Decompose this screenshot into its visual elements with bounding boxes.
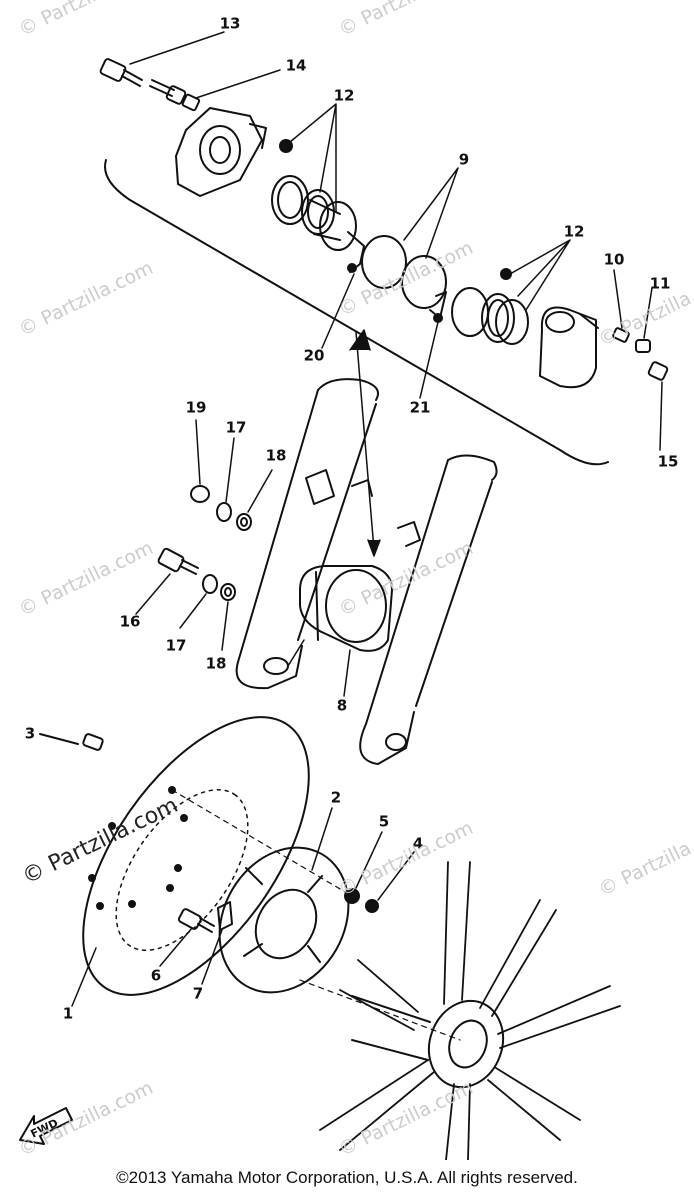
leader-lines-top [129,31,663,451]
caliper-half-left [175,107,267,197]
callout-3: 3 [24,724,36,743]
seal-12-small [279,139,293,153]
wheel-hub [351,995,505,1089]
callout-9: 9 [458,150,470,169]
bolt-15 [647,361,669,381]
pin-20 [347,263,357,273]
callout-15: 15 [657,452,679,471]
piston-seal-group-left [271,175,357,251]
callout-6: 6 [150,966,162,985]
nut-5 [344,888,360,904]
callout-18-bottom: 18 [205,654,227,673]
callout-5: 5 [378,812,390,831]
cap-11 [635,339,651,353]
hub-flange-2 [218,846,350,994]
callout-8: 8 [336,696,348,715]
fork-mount-bosses [305,469,421,547]
callout-1: 1 [62,1004,74,1023]
callout-10: 10 [603,250,625,269]
callout-19: 19 [185,398,207,417]
callout-14: 14 [285,56,307,75]
bolt-14 [149,79,201,112]
callout-21: 21 [409,398,431,417]
brake-assembly-drawing [19,31,669,1160]
leader-lines-middle [135,419,351,697]
bolt-3 [39,733,104,751]
callout-17-bottom: 17 [165,636,187,655]
lock-plate-7 [217,901,233,931]
piston-seal-group-right [451,287,529,345]
assembly-arrow [349,329,381,557]
nut-19 [190,485,210,503]
callout-20: 20 [303,346,325,365]
bolt-13 [99,58,143,87]
wheel-spokes [319,861,621,1160]
callout-12-right: 12 [563,222,585,241]
callout-4: 4 [412,834,424,853]
callout-13: 13 [219,14,241,33]
fwd-arrow-icon [19,1107,73,1145]
callout-16: 16 [119,612,141,631]
copyright-notice: ©2013 Yamaha Motor Corporation, U.S.A. A… [116,1168,578,1187]
callout-18-top: 18 [265,446,287,465]
washer-17-bottom [202,574,218,594]
nut-4 [365,899,379,913]
callout-17-top: 17 [225,418,247,437]
callout-2: 2 [330,788,342,807]
callout-7: 7 [192,984,204,1003]
bolt-16 [157,547,199,575]
washer-17-top [216,502,232,522]
bleed-screw-10 [612,327,630,343]
leader-lines-bottom [71,807,415,1007]
caliper-assembly-8 [299,565,393,652]
brake-disc-1 [82,716,310,996]
caliper-half-right [539,306,599,389]
fork-leg-left [235,378,379,690]
callout-12-top: 12 [333,86,355,105]
pin-21 [433,313,443,323]
exploded-view-bracket [104,159,609,466]
washer-18-top [236,513,252,531]
callout-11: 11 [649,274,671,293]
washer-18-bottom [220,583,236,601]
bolt-6 [177,908,215,933]
fork-leg-right [359,454,498,765]
disc-mount-holes [88,786,188,910]
